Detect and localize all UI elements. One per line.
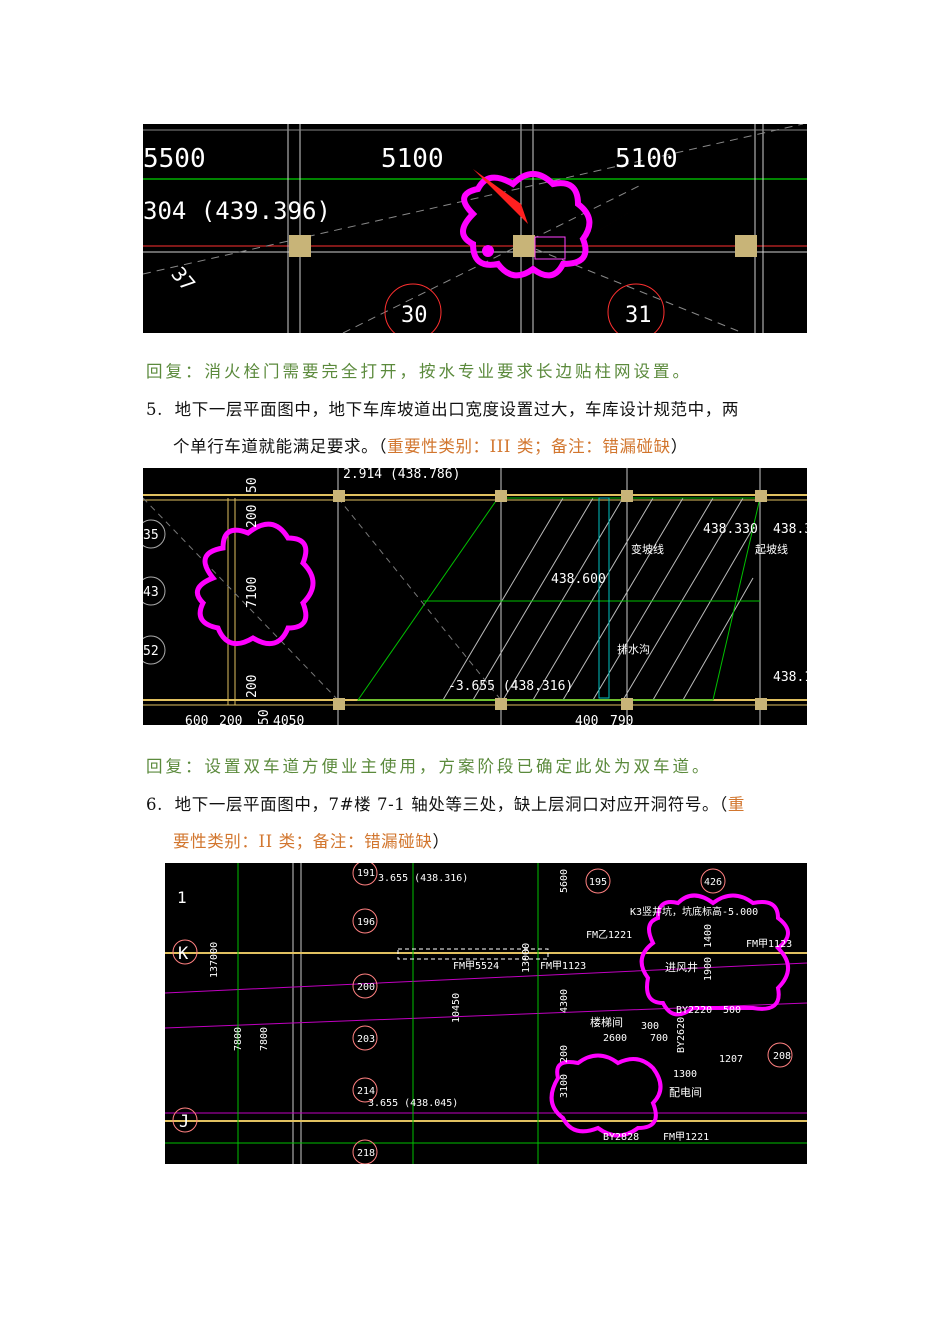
dim-label: 7100 [245,577,260,608]
dim-label: 500 [723,1005,741,1016]
issue-6-line-1: 6. 地下一层平面图中，7#楼 7-1 轴处等三处，缺上层洞口对应开洞符号。（重 [146,795,745,815]
elevation-label: 438.3 [773,522,807,537]
dim-label: 600 [185,714,208,725]
importance-note: 要性类别：II 类；备注：错漏碰缺 [173,832,433,851]
window-label: BY2220 [676,1005,712,1016]
dim-label: 4050 [273,714,304,725]
axis-bubble-label: 203 [357,1034,375,1045]
cad-figure-ramp: 2.914 (438.786) 50 200 7100 200 50 35 43… [143,468,807,725]
dim-label: 13000 [521,943,532,973]
pit-label: K3竖井坑，坑底标高-5.000 [630,905,758,918]
dim-label: 300 [641,1021,659,1032]
axis-bubble-label: 31 [625,303,652,328]
room-label: 配电间 [669,1086,702,1099]
elevation-label: 438.600 [551,572,606,587]
dim-label: 3100 [559,1074,570,1098]
dim-label: 5100 [381,144,444,174]
dim-label: 790 [610,714,633,725]
axis-bubble-label: 208 [773,1051,791,1062]
door-label: FM甲5524 [453,961,499,972]
issue-number: 6. [146,795,163,814]
axis-bubble-label: 35 [143,528,159,543]
axis-bubble-label: 43 [143,585,159,600]
slope-start-label: 起坡线 [755,542,788,556]
dim-label: 200 [245,505,260,528]
dim-label: 5600 [559,869,570,893]
reply-text: 回复：消火栓门需要完全打开，按水专业要求长边贴柱网设置。 [146,362,692,381]
elevation-label: 304 (439.396) [143,197,331,225]
importance-note: 重要性类别：III 类；备注：错漏碰缺 [387,437,671,456]
window-label: BY2828 [603,1132,639,1143]
axis-bubble-label: 200 [357,982,375,993]
slope-change-label: 变坡线 [631,542,664,556]
dim-label: 200 [245,675,260,698]
dim-label: 2600 [603,1033,627,1044]
door-label: FM甲1221 [663,1132,709,1143]
dim-label: 4300 [559,989,570,1013]
axis-bubble-label: 218 [357,1148,375,1159]
dim-label: 1300 [673,1069,697,1080]
dim-label: 137000 [209,942,220,978]
axis-bubble-label: 52 [143,644,159,659]
issue-text: 地下一层平面图中，7#楼 7-1 轴处等三处，缺上层洞口对应开洞符号。（ [174,795,728,814]
room-label: 进风井 [665,960,698,974]
door-label: FM乙1221 [586,929,632,941]
elevation-label: -3.655 (438.316) [448,679,573,694]
dim-label: 5100 [615,144,678,174]
revision-cloud [549,1053,663,1138]
axis-bubble-label: 196 [357,917,375,928]
axis-label: 1 [177,888,187,907]
dim-label: 10450 [451,993,462,1023]
elevation-label: 3.655 (438.316) [378,873,468,884]
room-label: 楼梯间 [590,1015,623,1029]
elevation-label: 438.330 [703,522,758,537]
issue-text: 个单行车道就能满足要求。（ [173,437,388,456]
dim-label: 200 [559,1045,570,1063]
dim-label: 5500 [143,144,206,174]
axis-bubble-label: 191 [357,868,375,879]
axis-bubble-label: 30 [401,303,428,328]
revision-cloud [460,171,593,279]
cad-figure-hydrant: 5500 5100 5100 304 (439.396) 37 30 31 [143,124,807,333]
dim-label: 7800 [233,1027,244,1051]
drain-label: 排水沟 [617,642,650,656]
dim-label: 700 [650,1033,668,1044]
paren: ） [670,437,688,456]
dim-label: 1400 [703,924,714,948]
axis-bubble-label: 214 [357,1086,375,1097]
dim-label: 50 [245,477,260,493]
issue-text: 地下一层平面图中，地下车库坡道出口宽度设置过大，车库设计规范中，两 [174,400,739,419]
dim-label: 7800 [259,1027,270,1051]
elevation-label: 2.914 (438.786) [343,468,460,482]
window-label: BY2620 [676,1017,687,1053]
cad-figure-opening: 1 K J 137000 7800 7800 191 3.655 (438.31… [143,863,807,1164]
revision-cloud [194,521,316,647]
axis-bubble-label: J [179,1112,189,1132]
door-label: FM甲1123 [540,961,586,972]
red-arrow-icon [473,169,528,224]
dim-label: 200 [219,714,242,725]
reply-text: 回复：设置双车道方便业主使用，方案阶段已确定此处为双车道。 [146,757,712,776]
dim-label: 1900 [703,957,714,981]
axis-bubble-label: 426 [704,877,722,888]
elevation-label: 438.1 [773,670,807,685]
axis-bubble-label: 195 [589,877,607,888]
axis-bubble-label: K [178,944,189,964]
issue-5-line-1: 5. 地下一层平面图中，地下车库坡道出口宽度设置过大，车库设计规范中，两 [146,400,739,420]
issue-number: 5. [146,400,163,419]
importance-note: 重 [727,795,745,814]
dim-label: 1207 [719,1054,743,1065]
dim-label: 50 [257,709,272,725]
dim-label: 400 [575,714,598,725]
issue-6-line-2: 要性类别：II 类；备注：错漏碰缺） [173,832,450,852]
issue-5-line-2: 个单行车道就能满足要求。（重要性类别：III 类；备注：错漏碰缺） [173,437,688,457]
paren: ） [432,832,450,851]
elevation-label: 3.655 (438.045) [368,1098,458,1109]
door-label: FM甲1123 [746,939,792,950]
revision-cloud [639,893,790,1017]
